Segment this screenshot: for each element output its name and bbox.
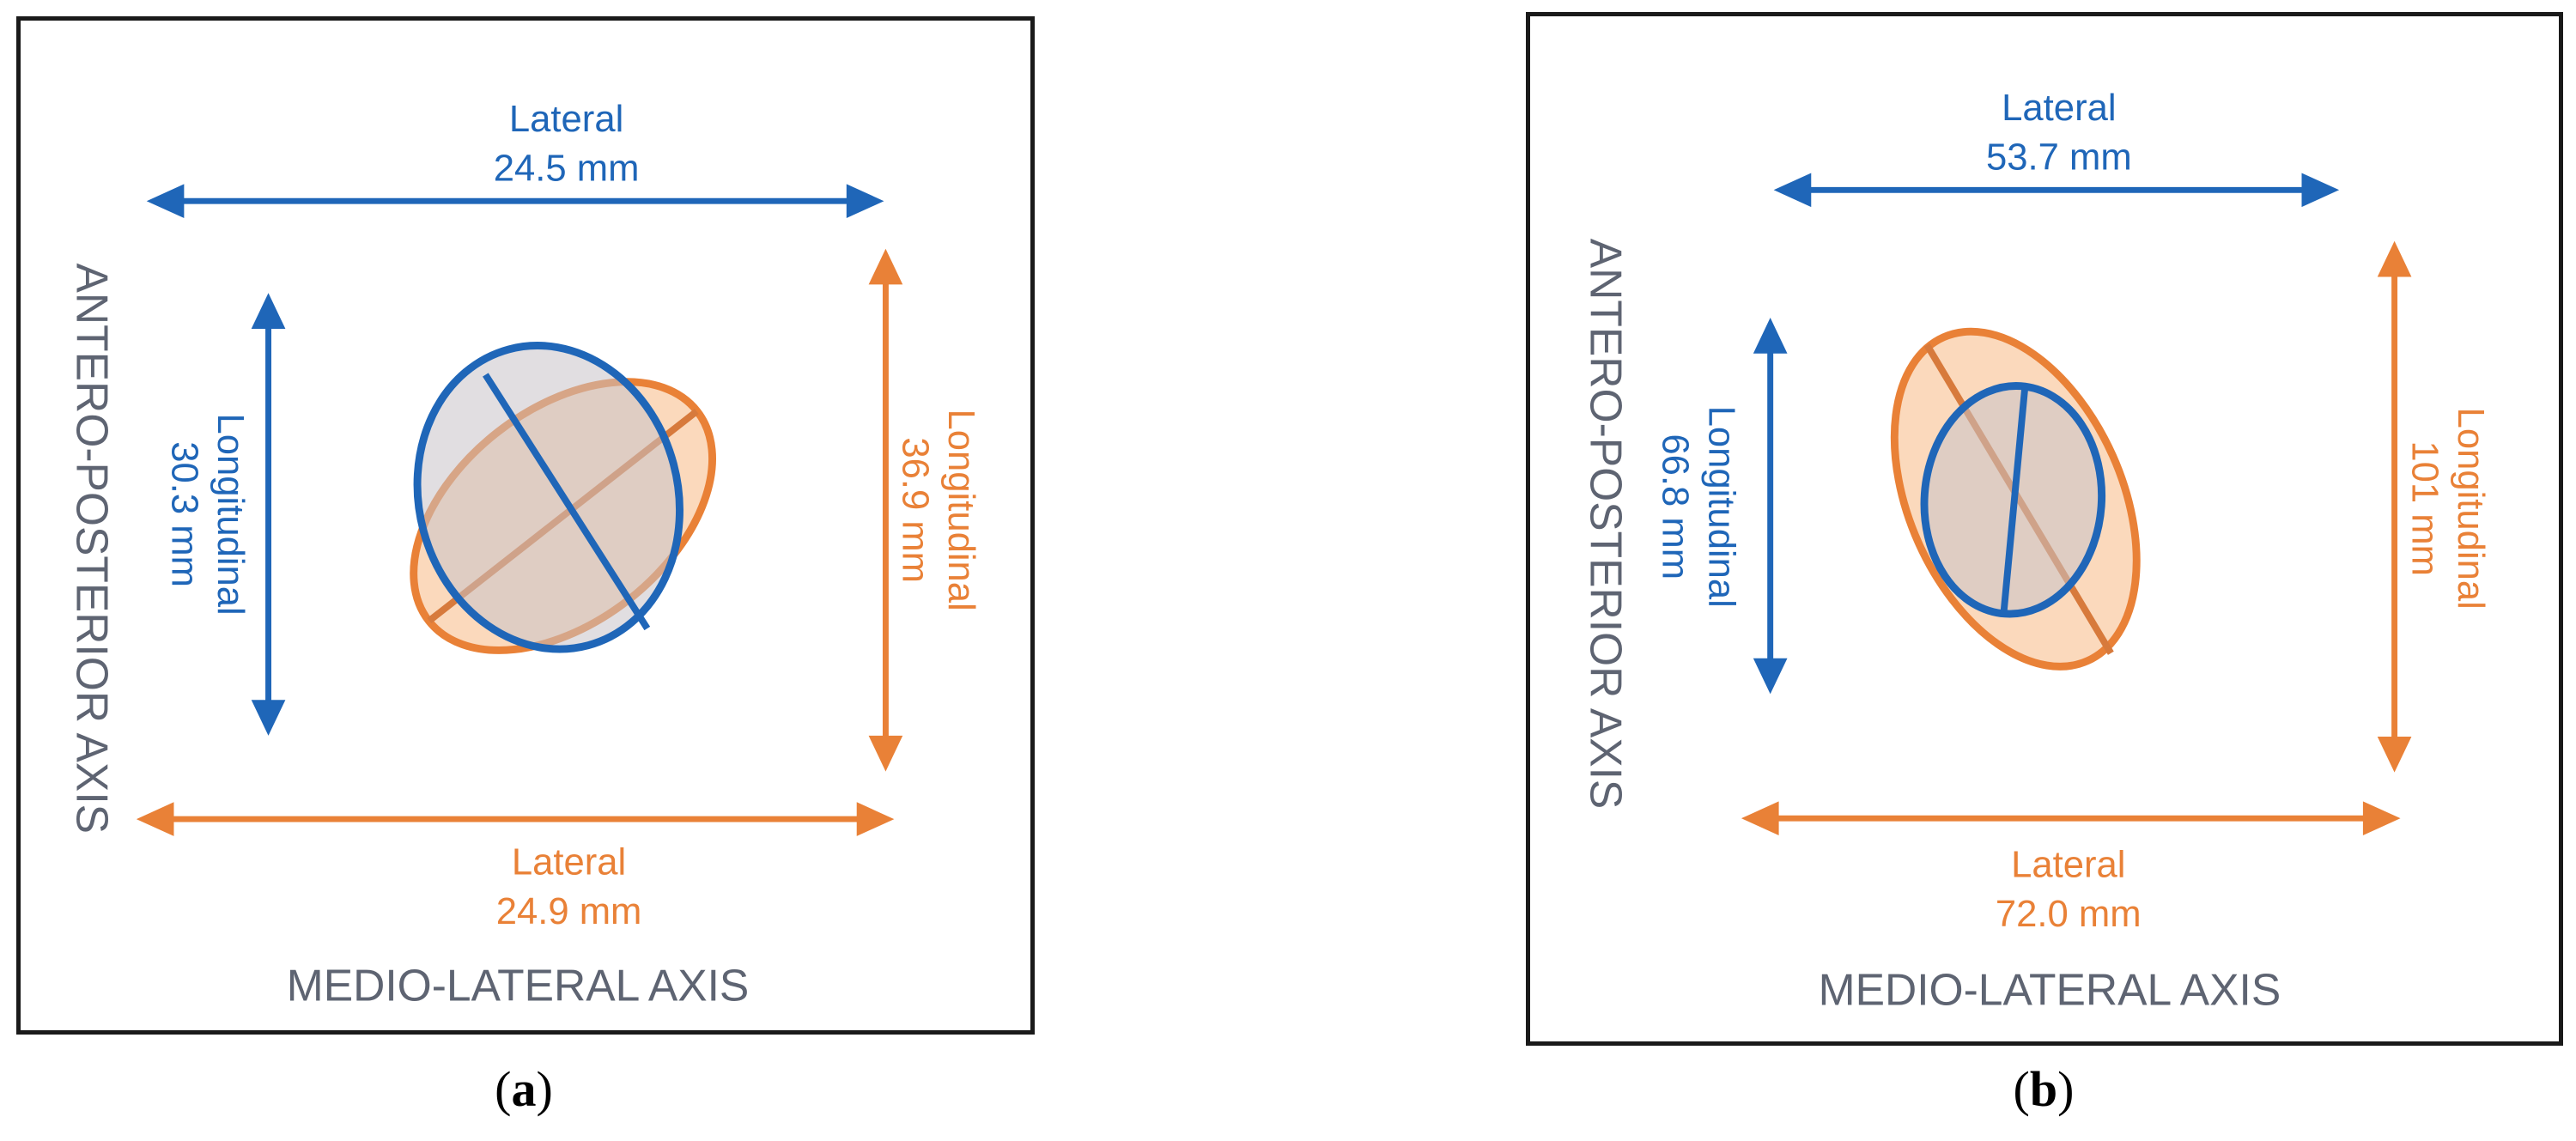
medio-lateral-axis-label: MEDIO-LATERAL AXIS: [1819, 964, 2281, 1014]
panel-a: Lateral 24.5 mm Longitudinal 30.3 mm Lon…: [16, 16, 1035, 1035]
top-lateral-value: 24.5 mm: [494, 148, 640, 189]
bottom-lateral-arrow: [136, 802, 895, 836]
left-longitudinal-label: Longitudinal: [210, 414, 251, 616]
diagram-a: Lateral 24.5 mm Longitudinal 30.3 mm Lon…: [67, 99, 981, 1010]
bottom-lateral-label: Lateral: [2011, 845, 2125, 886]
right-longitudinal-label: Longitudinal: [2450, 408, 2491, 610]
left-longitudinal-value: 30.3 mm: [163, 441, 204, 587]
left-longitudinal-label: Longitudinal: [1700, 406, 1741, 608]
blue-ellipse: [413, 342, 683, 653]
diagram-b: Lateral 53.7 mm Longitudinal 66.8 mm Lon…: [1581, 88, 2491, 1014]
right-longitudinal-arrow: [2377, 240, 2412, 773]
left-longitudinal-arrow: [1753, 318, 1788, 695]
left-longitudinal-value: 66.8 mm: [1655, 434, 1696, 580]
blue-ellipse: [1920, 382, 2106, 618]
top-lateral-value: 53.7 mm: [1986, 137, 2132, 179]
top-lateral-label: Lateral: [509, 99, 623, 140]
right-longitudinal-arrow: [868, 248, 903, 772]
top-lateral-label: Lateral: [2002, 88, 2116, 129]
bottom-lateral-value: 72.0 mm: [1996, 894, 2142, 935]
bottom-lateral-arrow: [1741, 801, 2401, 836]
panel-b: Lateral 53.7 mm Longitudinal 66.8 mm Lon…: [1526, 12, 2563, 1046]
right-longitudinal-value: 36.9 mm: [894, 437, 935, 583]
medio-lateral-axis-label: MEDIO-LATERAL AXIS: [287, 960, 750, 1010]
caption-a: (a): [495, 1061, 553, 1117]
antero-posterior-axis-label: ANTERO-POSTERIOR AXIS: [67, 264, 117, 835]
right-longitudinal-label: Longitudinal: [940, 410, 981, 611]
top-lateral-arrow: [1773, 173, 2340, 208]
left-longitudinal-arrow: [251, 293, 286, 736]
bottom-lateral-label: Lateral: [512, 842, 626, 883]
caption-b: (b): [2013, 1061, 2075, 1117]
antero-posterior-axis-label: ANTERO-POSTERIOR AXIS: [1581, 239, 1631, 810]
right-longitudinal-value: 101 mm: [2403, 440, 2445, 576]
top-lateral-arrow: [146, 184, 884, 219]
bottom-lateral-value: 24.9 mm: [496, 891, 642, 932]
